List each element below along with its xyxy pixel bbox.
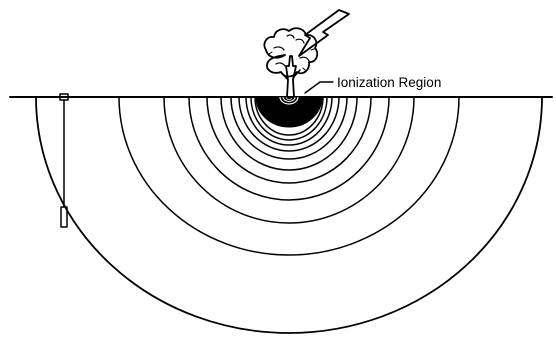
callout-leader-line: [305, 82, 333, 93]
lightning-bolt-icon: [299, 10, 349, 56]
ionization-region-label: Ionization Region: [337, 75, 441, 90]
equipotential-rings: [36, 97, 542, 333]
ground-rod: [60, 94, 68, 227]
equipotential-ring: [36, 97, 542, 333]
ionization-region: [256, 97, 322, 127]
